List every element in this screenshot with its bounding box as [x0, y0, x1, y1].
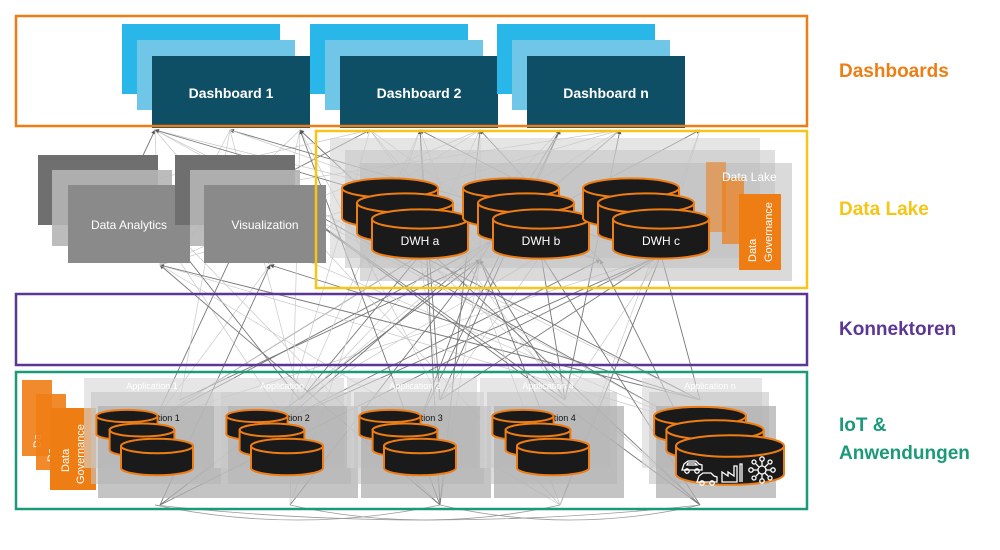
data-lake-layer-label: Data Lake: [839, 199, 929, 220]
data-lake-layer: Data Lake Data Governance DWH a DWH b DWH …: [314, 129, 809, 290]
connection-line: [179, 259, 481, 401]
warehouse-cylinder: [612, 208, 710, 260]
dashboards-layer-label: Dashboards: [839, 61, 949, 82]
dashboard-label: Dashboard n: [563, 85, 649, 101]
application-cylinder: [516, 437, 590, 477]
iot-layer-label-line1: IoT &: [839, 415, 887, 436]
iot-layer: DaDaDataGovernance Application 1Applicat…: [14, 370, 809, 511]
iot-layer-label-line2: Anwendungen: [839, 443, 970, 464]
application-cylinder: [250, 437, 324, 477]
application-ghost-label: Application: [260, 381, 304, 391]
car-icon: [696, 472, 718, 486]
visualization-label: Visualization: [231, 218, 298, 232]
konnektoren-layer-label: Konnektoren: [839, 319, 957, 340]
dashboard-label: Dashboard 1: [189, 85, 274, 101]
iot-link-curve: [154, 504, 701, 521]
data-analytics-label: Data Analytics: [91, 218, 167, 232]
visualization-box: [204, 185, 326, 263]
application-ghost-label: Application 1: [126, 381, 178, 391]
data-lake-governance-line1: Data: [747, 238, 759, 262]
application-ghost-label: Application 3: [389, 381, 441, 391]
application-cylinder: [120, 437, 194, 477]
iot-icons: [681, 456, 776, 486]
application-ghost-label: Application 4: [522, 381, 574, 391]
car-icon: [681, 460, 703, 474]
iot-link-curve: [439, 504, 701, 521]
iot-governance-line1: Data: [60, 448, 72, 472]
network-icon: [748, 456, 776, 484]
iot-link-curve: [154, 504, 441, 521]
dashboard-card: [527, 56, 685, 128]
warehouse-label: DWH b: [522, 234, 561, 248]
dashboard-card: [152, 56, 310, 128]
iot-frame: [14, 370, 809, 511]
analytics-group: Data Analytics Visualization: [38, 155, 326, 263]
connection-line: [479, 259, 566, 401]
data-lake-tag: Data Lake: [722, 170, 777, 184]
dashboard-card: [340, 56, 498, 128]
factory-icon: [721, 463, 743, 483]
dashboards-layer: Dashboard 1 Dashboard 2 Dashboard n: [14, 14, 809, 128]
dashboards-frame: [14, 14, 809, 128]
warehouse-label: DWH c: [642, 234, 680, 248]
data-lake-governance-box: [739, 194, 781, 270]
connection-line: [159, 263, 701, 401]
data-lake-frame: [314, 129, 809, 290]
application-ghost-label: Application n: [684, 381, 736, 391]
data-analytics-box: [68, 185, 190, 263]
warehouse-label: DWH a: [401, 234, 440, 248]
konnektoren-frame: [14, 292, 809, 367]
application-cylinder: [383, 437, 457, 477]
dashboard-label: Dashboard 2: [377, 85, 462, 101]
data-lake-governance-line2: Governance: [763, 202, 775, 262]
warehouse-cylinder: [371, 208, 469, 260]
